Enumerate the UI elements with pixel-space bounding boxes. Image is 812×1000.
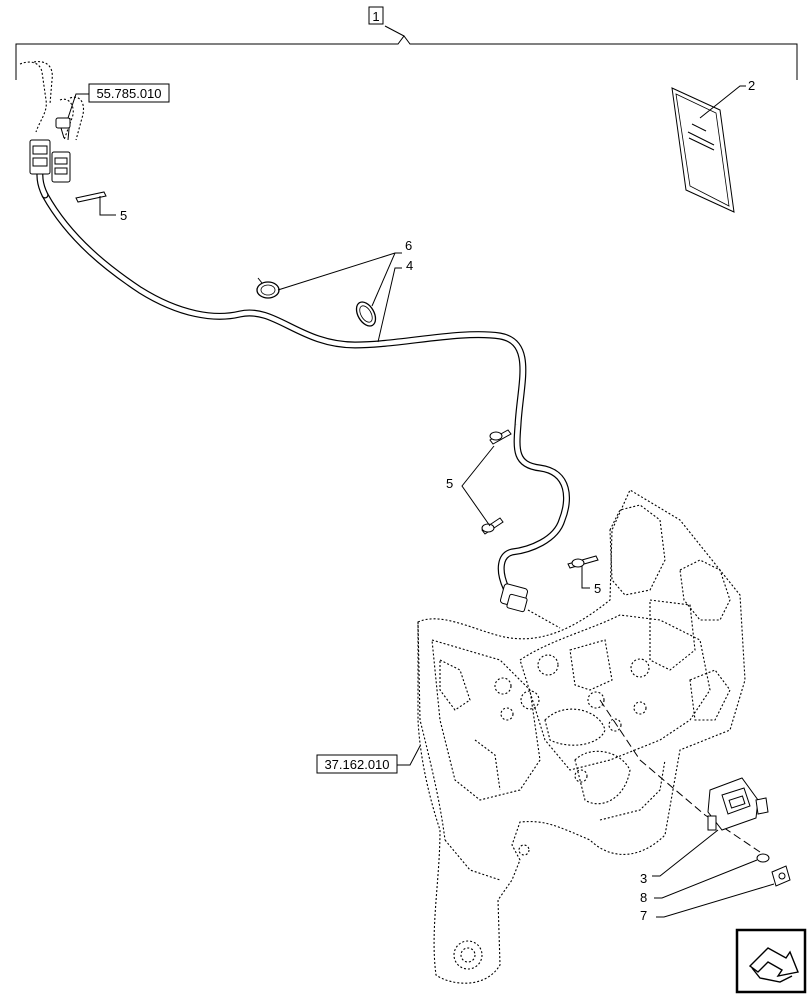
callout-harness: 4	[406, 258, 413, 273]
front-frame	[417, 489, 746, 984]
harness-connectors-upper	[29, 117, 71, 183]
cable-tie-middle: 5	[446, 429, 512, 535]
harness-clips: 6	[256, 238, 412, 327]
harness-callout: 4	[377, 258, 413, 343]
group-number: 1	[372, 9, 379, 24]
operator-manual: 2	[671, 78, 755, 213]
cable-tie-right: 5	[567, 555, 601, 596]
harness-upstream	[19, 61, 85, 141]
callout-bolt: 7	[640, 908, 647, 923]
callout-tie-top: 5	[120, 208, 127, 223]
callout-socket: 3	[640, 871, 647, 886]
callout-clips: 6	[405, 238, 412, 253]
arrow-return-icon[interactable]	[735, 928, 807, 994]
harness-end-connector	[499, 583, 561, 629]
bolt: 7	[640, 865, 791, 923]
callout-washer: 8	[640, 890, 647, 905]
group-bracket: 1	[15, 6, 798, 80]
reference-upper-label: 55.785.010	[96, 86, 161, 101]
callout-tie-right: 5	[594, 581, 601, 596]
callout-tie-middle: 5	[446, 476, 453, 491]
reference-upper[interactable]: 55.785.010	[67, 83, 170, 119]
callout-manual: 2	[748, 78, 755, 93]
socket: 3	[640, 777, 769, 886]
reference-lower[interactable]: 37.162.010	[316, 745, 421, 774]
reference-lower-label: 37.162.010	[324, 757, 389, 772]
assembly-axis	[599, 699, 761, 853]
washer: 8	[640, 853, 770, 905]
cable-tie-top: 5	[75, 191, 127, 223]
